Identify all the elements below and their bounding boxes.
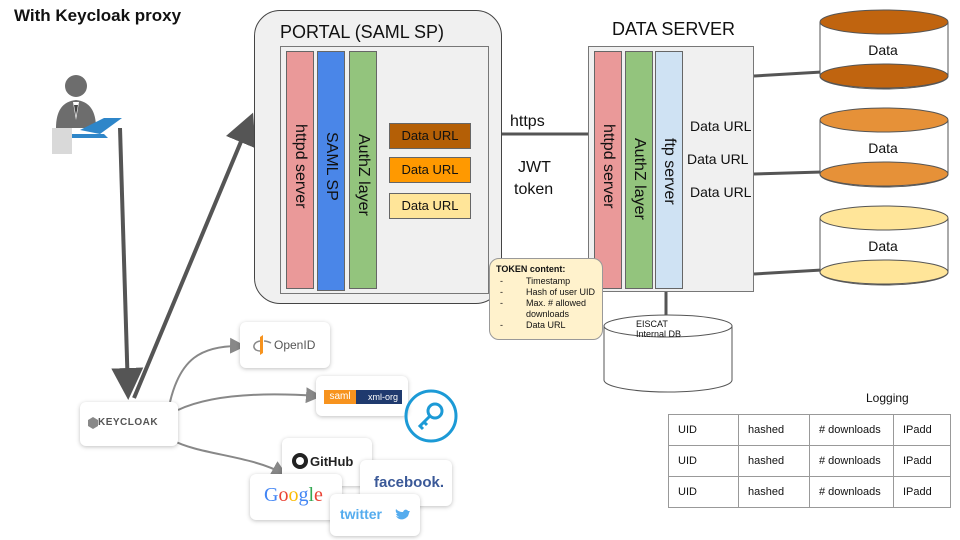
saml-logo-text: saml <box>324 390 356 404</box>
google-logo-text: Google <box>264 484 323 506</box>
token-item: Timestamp <box>496 276 596 287</box>
key-icon <box>404 389 458 443</box>
token-content-box: TOKEN content: Timestamp Hash of user UI… <box>489 258 603 340</box>
ds-authz-bar: AuthZ layer <box>625 51 653 289</box>
data-store-2-cylinder <box>819 107 949 188</box>
page-title: With Keycloak proxy <box>14 6 182 25</box>
ds-data-url-2: Data URL <box>687 151 749 167</box>
log-cell: UID <box>668 476 739 508</box>
token-content-heading: TOKEN content: <box>496 264 566 274</box>
ds-authz-label: AuthZ layer <box>631 138 648 220</box>
dataserver-to-data2-link <box>753 170 823 176</box>
token-item: Hash of user UID <box>496 287 596 298</box>
log-cell: # downloads <box>809 414 894 446</box>
dataserver-to-data3-link <box>753 268 823 276</box>
data-server-title: DATA SERVER <box>612 19 736 39</box>
log-cell: IPadd <box>893 476 951 508</box>
log-cell: # downloads <box>809 476 894 508</box>
log-cell: UID <box>668 414 739 446</box>
portal-httpd-bar: httpd server <box>286 51 314 289</box>
twitter-logo-text: twitter <box>340 506 382 522</box>
github-octocat-icon <box>292 453 308 469</box>
table-row: UID hashed # downloads IPadd <box>668 414 951 446</box>
dataserver-to-data1-link <box>753 70 823 78</box>
saml-xml-org-logo-card[interactable]: saml xml-org <box>316 376 408 416</box>
user-at-laptop-icon <box>52 75 122 154</box>
portal-saml-sp-label: SAML SP <box>323 132 340 201</box>
token-label: token <box>514 181 554 198</box>
openid-icon <box>253 335 272 355</box>
ds-httpd-label: httpd server <box>600 124 617 209</box>
data-store-3-cylinder <box>819 205 949 286</box>
portal-data-url-1[interactable]: Data URL <box>389 123 471 149</box>
data-store-1-cylinder <box>819 9 949 90</box>
keycloak-hex-icon <box>88 417 98 429</box>
ds-ftp-bar: ftp server <box>655 51 683 289</box>
google-logo-card[interactable]: Google <box>250 474 342 520</box>
saml-link-icon <box>356 390 364 404</box>
jwt-label: JWT <box>518 159 551 176</box>
twitter-logo-card[interactable]: twitter <box>330 494 420 536</box>
log-cell: # downloads <box>809 445 894 477</box>
portal-data-url-3[interactable]: Data URL <box>389 193 471 219</box>
log-cell: hashed <box>738 445 810 477</box>
user-to-keycloak-arrow <box>111 127 144 400</box>
portal-authz-label: AuthZ layer <box>355 134 372 216</box>
openid-logo-text: OpenID <box>274 338 316 352</box>
facebook-logo-text: facebook. <box>374 474 445 491</box>
portal-saml-sp-bar: SAML SP <box>317 51 345 291</box>
keycloak-to-saml-curve <box>177 387 322 411</box>
openid-logo-card[interactable]: OpenID <box>240 322 330 368</box>
internal-db-line2: Internal DB <box>636 329 682 339</box>
portal-inner-box: httpd server SAML SP AuthZ layer Data UR… <box>280 46 489 294</box>
portal-title: PORTAL (SAML SP) <box>280 22 445 42</box>
keycloak-to-openid-curve <box>169 337 246 403</box>
token-item: Data URL <box>496 320 596 331</box>
log-cell: UID <box>668 445 739 477</box>
portal-authz-bar: AuthZ layer <box>349 51 377 289</box>
xml-org-logo-text: xml-org <box>364 390 402 404</box>
data-server-box: httpd server AuthZ layer ftp server Data… <box>588 46 754 292</box>
data-store-2-label: Data <box>868 140 898 156</box>
ds-ftp-label: ftp server <box>661 138 678 205</box>
logging-table: UID hashed # downloads IPadd UID hashed … <box>668 414 951 508</box>
table-row: UID hashed # downloads IPadd <box>668 476 951 508</box>
data-store-3-label: Data <box>868 238 898 254</box>
logging-title: Logging <box>866 391 909 405</box>
log-cell: hashed <box>738 476 810 508</box>
log-cell: hashed <box>738 414 810 446</box>
ds-data-url-3: Data URL <box>690 184 752 200</box>
log-cell: IPadd <box>893 445 951 477</box>
keycloak-to-portal-arrow <box>132 112 256 399</box>
keycloak-logo-card[interactable]: KEYCLOAK <box>80 402 178 446</box>
internal-db-label: EISCAT Internal DB <box>636 319 681 339</box>
log-cell: IPadd <box>893 414 951 446</box>
internal-db-cylinder <box>603 314 733 393</box>
internal-db-line1: EISCAT <box>636 319 668 329</box>
twitter-bird-icon <box>395 509 410 520</box>
data-store-1-label: Data <box>868 42 898 58</box>
keycloak-logo-text: KEYCLOAK <box>98 417 159 428</box>
token-item: Max. # allowed downloads <box>496 298 596 320</box>
portal-data-url-2[interactable]: Data URL <box>389 157 471 183</box>
keycloak-to-social-curve <box>171 439 288 476</box>
https-label: https <box>510 113 545 130</box>
portal-httpd-label: httpd server <box>292 124 309 209</box>
github-logo-text: GitHub <box>310 454 354 469</box>
ds-data-url-1: Data URL <box>690 118 752 134</box>
table-row: UID hashed # downloads IPadd <box>668 445 951 477</box>
ds-httpd-bar: httpd server <box>594 51 622 289</box>
